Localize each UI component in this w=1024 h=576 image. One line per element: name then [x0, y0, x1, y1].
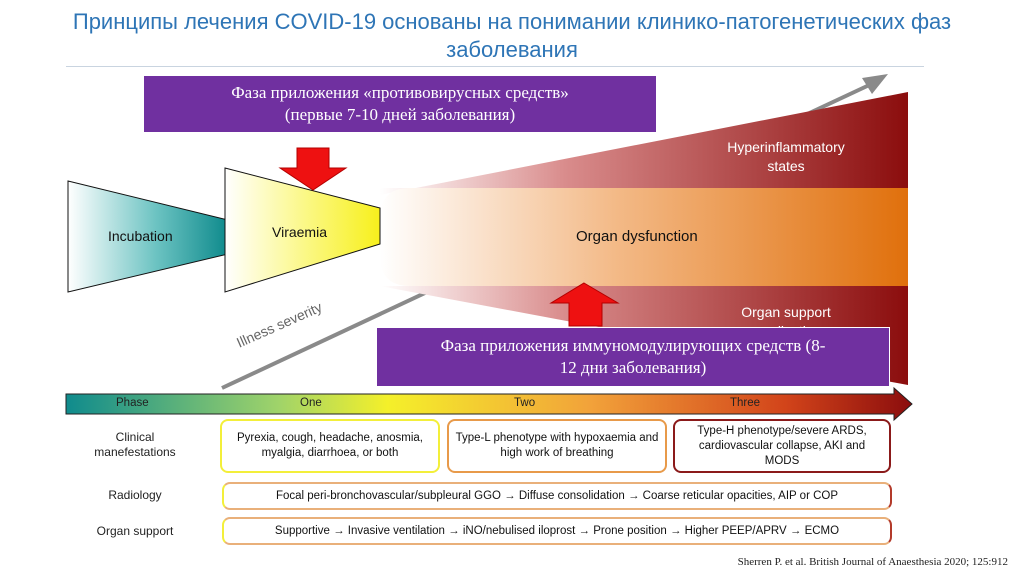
clinical-phase-two: Type-L phenotype with hypoxaemia and hig…	[447, 419, 667, 473]
clinical-label-line-1: Clinical	[115, 430, 155, 444]
slide-title: Принципы лечения COVID-19 основаны на по…	[20, 8, 1004, 64]
immuno-red-arrow	[549, 282, 620, 327]
support-line-2: complications	[706, 322, 866, 329]
severity-arrowhead	[862, 74, 888, 94]
slide-title-text: Принципы лечения COVID-19 основаны на по…	[72, 9, 952, 62]
phase-bar-label: Phase	[116, 397, 149, 409]
immuno-phase-callout: Фаза приложения иммуномодулирующих средс…	[376, 327, 890, 387]
phase-bar	[65, 386, 913, 422]
hyperinflammatory-label: Hyperinflammatory states	[706, 138, 866, 176]
clinical-phase-three: Type-H phenotype/severe ARDS, cardiovasc…	[673, 419, 891, 473]
radiology-row-label: Radiology	[108, 488, 162, 502]
hyperinflammatory-region	[380, 92, 908, 195]
organ-support-cell: Supportive → Invasive ventilation → iNO/…	[222, 517, 892, 545]
phase-two-label: Two	[514, 397, 536, 409]
immuno-line-2: 12 дни заболевания)	[559, 358, 707, 377]
clinical-label-line-2: manefestations	[94, 445, 176, 459]
clinical-row-label: Clinical manefestations	[70, 430, 200, 460]
clinical-phase-one: Pyrexia, cough, headache, anosmia, myalg…	[220, 419, 440, 473]
hyper-line-1: Hyperinflammatory	[727, 139, 845, 155]
citation: Sherren P. et al. British Journal of Ana…	[737, 556, 1008, 568]
viraemia-shape	[224, 167, 381, 293]
viraemia-label: Viraemia	[272, 224, 327, 240]
incubation-label: Incubation	[108, 228, 173, 244]
phase-three-label: Three	[730, 397, 761, 409]
antiviral-line-1: Фаза приложения «противовирусных средств…	[231, 83, 569, 102]
antiviral-red-arrow	[278, 147, 348, 191]
antiviral-line-2: (первые 7-10 дней заболевания)	[284, 105, 516, 124]
title-divider	[66, 66, 924, 67]
phase-one-label: One	[300, 397, 322, 409]
organ-support-row-label: Organ support	[96, 524, 174, 538]
support-line-1: Organ support	[741, 304, 831, 320]
antiviral-phase-callout: Фаза приложения «противовирусных средств…	[143, 75, 657, 133]
organ-support-label: Organ support complications	[706, 303, 866, 329]
organ-dysfunction-label: Organ dysfunction	[576, 228, 698, 245]
hyper-line-2: states	[767, 158, 805, 174]
organ-dysfunction-band	[380, 188, 908, 286]
immuno-line-1: Фаза приложения иммуномодулирующих средс…	[440, 336, 826, 355]
radiology-cell: Focal peri-bronchovascular/subpleural GG…	[222, 482, 892, 510]
